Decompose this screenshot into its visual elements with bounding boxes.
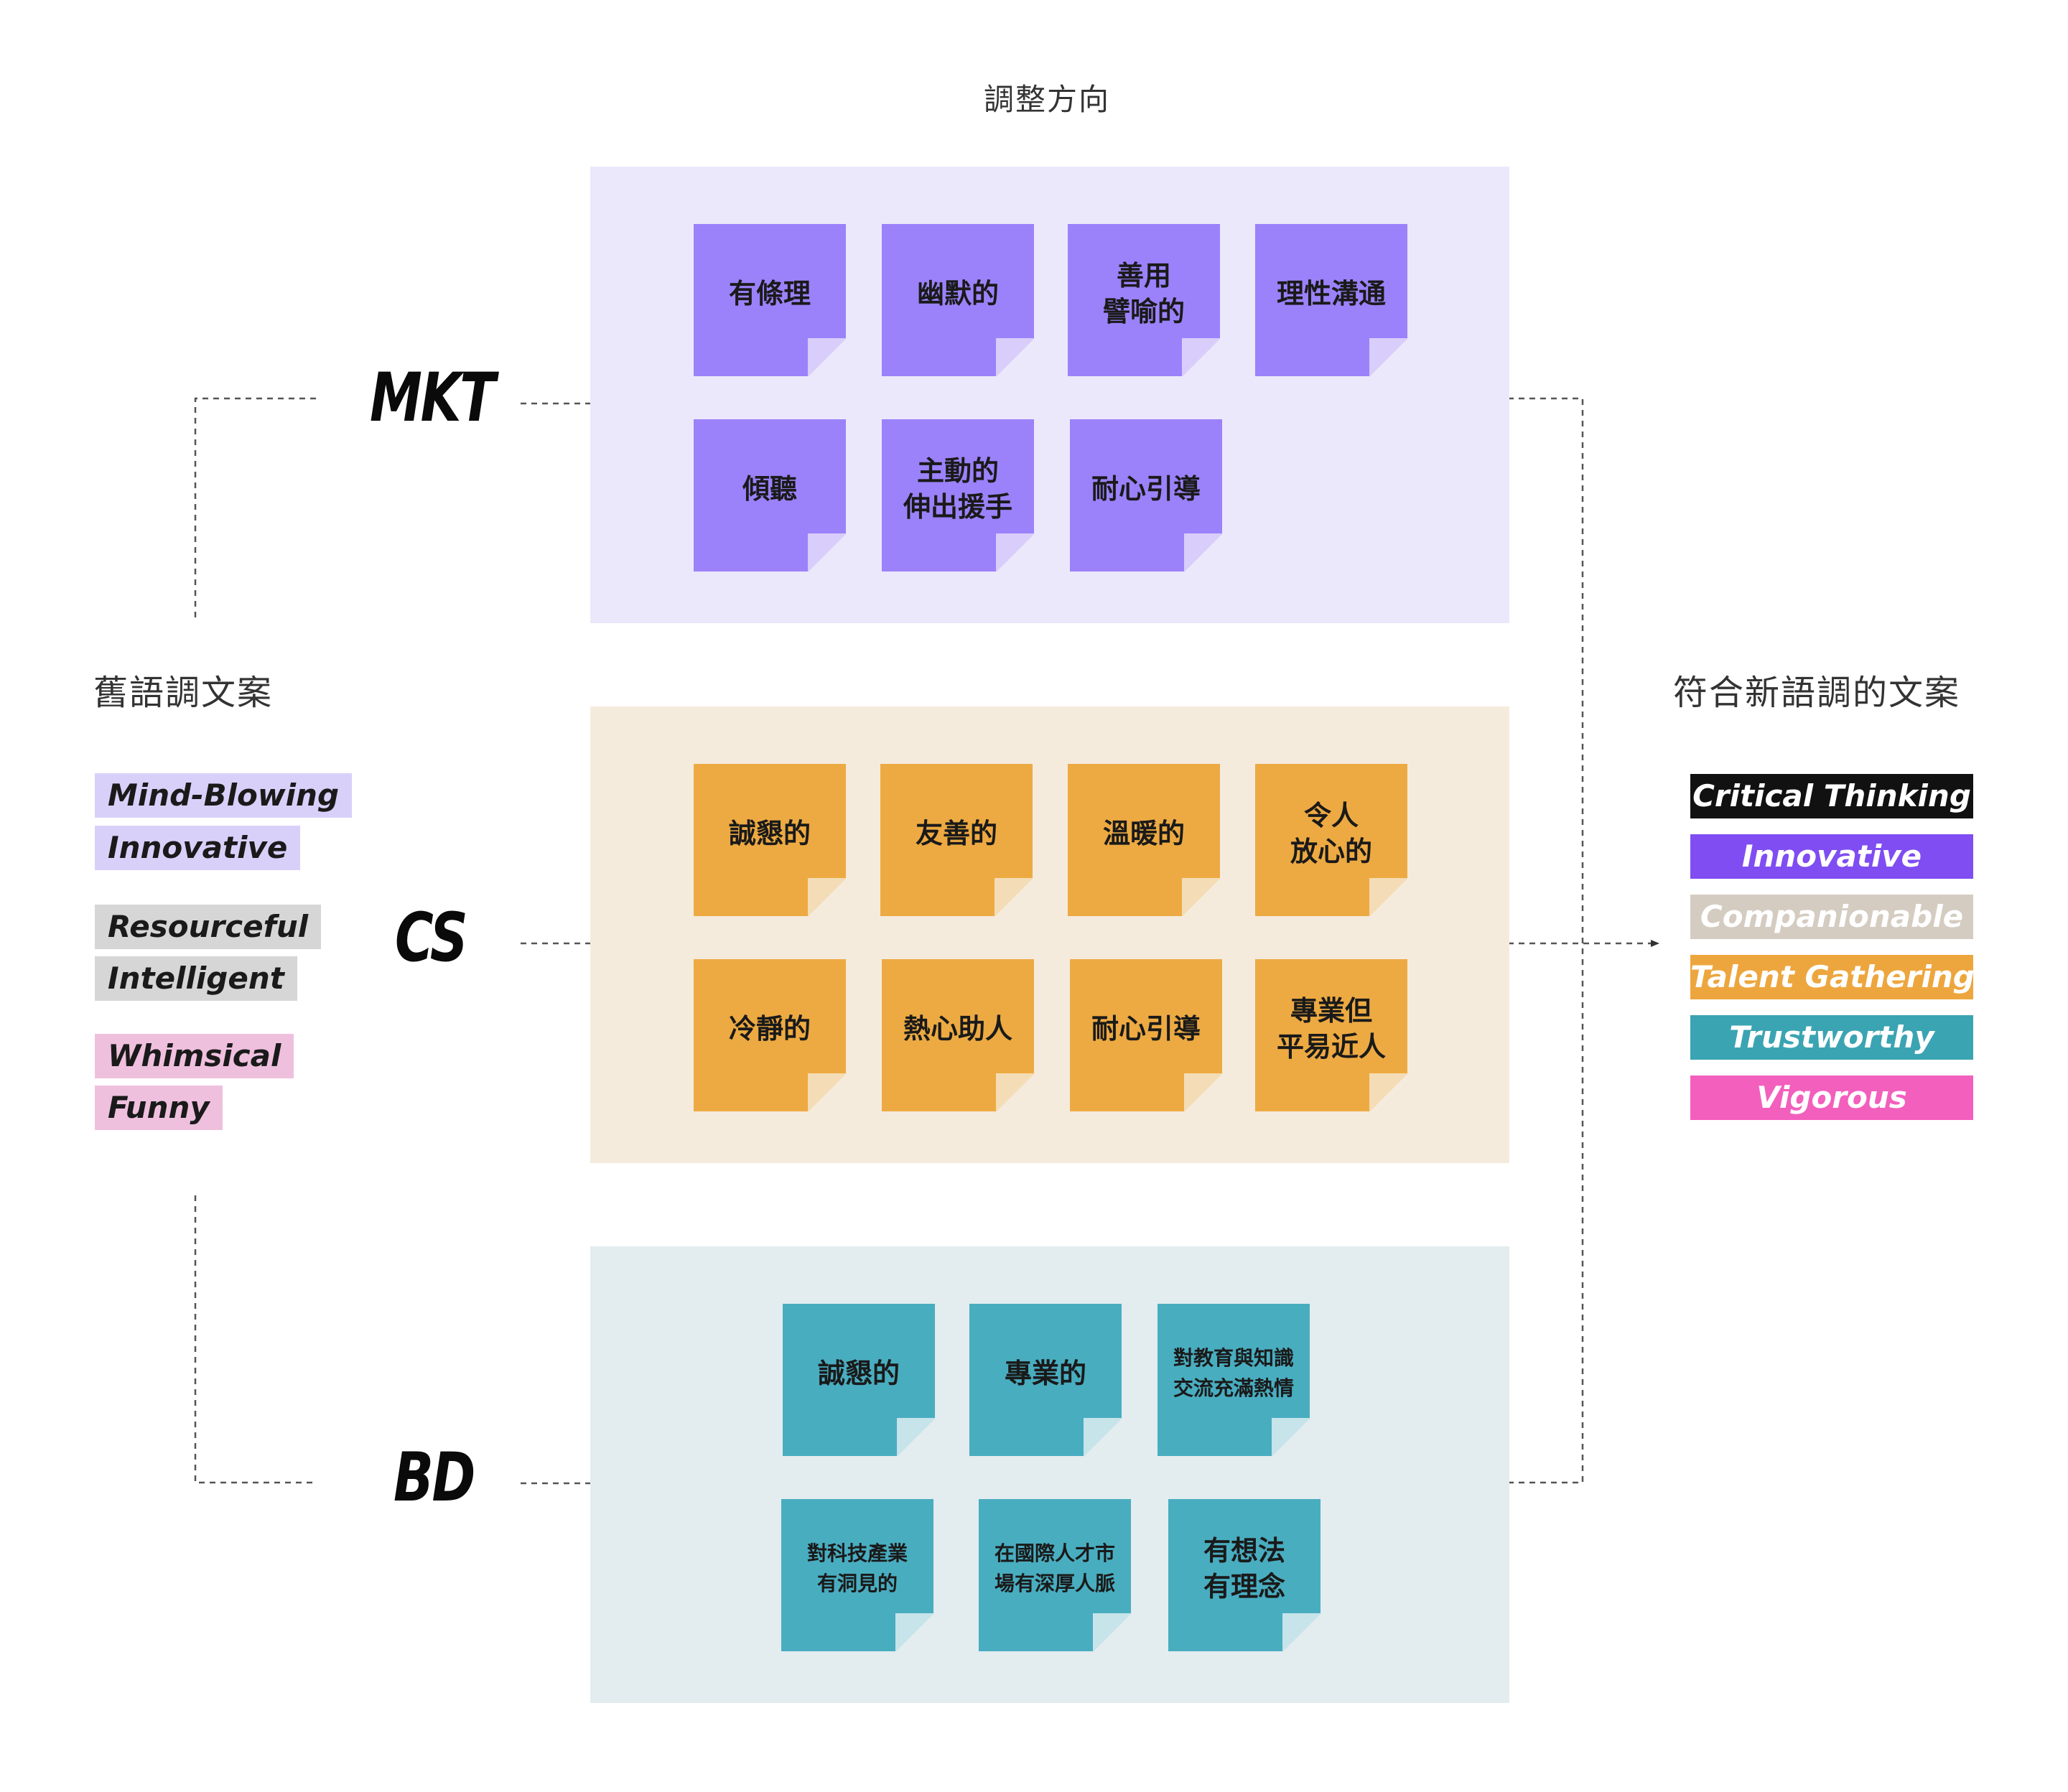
bd-sticky-note-text: 專業的	[1004, 1358, 1086, 1389]
mkt-sticky-note-text: 傾聽	[742, 473, 797, 505]
dept-label-cs: CS	[395, 899, 468, 977]
new-tone-tag: Trustworthy	[1690, 1015, 1973, 1060]
mkt-sticky-note: 善用 譬喻的	[1068, 224, 1220, 376]
new-tone-tag: Vigorous	[1690, 1075, 1973, 1120]
old-tone-tag: Whimsical	[95, 1034, 294, 1078]
cs-sticky-note-text: 專業但 平易近人	[1276, 995, 1386, 1063]
cs-sticky-note-text: 熱心助人	[903, 1013, 1012, 1045]
new-tone-tag: Critical Thinking	[1690, 774, 1973, 818]
mkt-sticky-note-text: 耐心引導	[1091, 473, 1201, 505]
bd-sticky-note-text: 誠懇的	[817, 1358, 900, 1389]
cs-sticky-note-text: 冷靜的	[728, 1013, 811, 1045]
old-tone-tag: Resourceful	[95, 905, 322, 949]
old-tone-tag: Mind-Blowing	[95, 773, 353, 818]
dept-label-bd: BD	[393, 1439, 475, 1517]
bd-sticky-note-text: 對科技產業 有洞見的	[806, 1541, 908, 1595]
new-tone-tag: Talent Gathering	[1690, 955, 1975, 999]
mkt-sticky-note-text: 主動的 伸出援手	[903, 455, 1012, 523]
dept-label-mkt: MKT	[370, 359, 495, 437]
heading-old-tone: 舊語調文案	[93, 673, 274, 713]
bd-sticky-note-text: 有想法 有理念	[1203, 1535, 1285, 1602]
left-bracket-top	[194, 397, 316, 617]
right-bracket	[1465, 397, 1584, 1484]
heading-adjust-direction: 調整方向	[984, 82, 1111, 117]
mkt-sticky-note: 主動的 伸出援手	[882, 419, 1034, 571]
bd-sticky-note: 對教育與知識 交流充滿熱情	[1158, 1304, 1310, 1456]
new-tone-tag: Companionable	[1690, 895, 1973, 939]
old-tone-tag: Intelligent	[95, 956, 297, 1001]
cs-sticky-note: 專業但 平易近人	[1255, 959, 1407, 1111]
bd-sticky-note-text: 對教育與知識 交流充滿熱情	[1173, 1346, 1294, 1400]
old-tone-tag: Funny	[95, 1086, 223, 1130]
heading-new-tone: 符合新語調的文案	[1673, 673, 1961, 713]
left-bracket-bottom	[194, 1195, 316, 1484]
mkt-sticky-note-text: 有條理	[728, 278, 811, 309]
cs-sticky-note-text: 友善的	[915, 818, 997, 849]
cs-sticky-note-text: 令人 放心的	[1290, 800, 1372, 867]
bd-sticky-note-text: 在國際人才市 場有深厚人脈	[994, 1541, 1115, 1595]
mkt-sticky-note-text: 善用 譬喻的	[1102, 260, 1185, 327]
old-tone-tag: Innovative	[95, 826, 301, 870]
cs-sticky-note-text: 溫暖的	[1102, 818, 1185, 849]
mkt-sticky-note: 耐心引導	[1070, 419, 1222, 571]
mkt-sticky-note-text: 幽默的	[916, 278, 999, 309]
cs-sticky-note-text: 耐心引導	[1091, 1013, 1201, 1045]
new-tone-tag: Innovative	[1690, 834, 1973, 879]
cs-sticky-note-text: 誠懇的	[728, 818, 811, 849]
mkt-sticky-note-text: 理性溝通	[1276, 278, 1386, 309]
bd-sticky-note: 在國際人才市 場有深厚人脈	[979, 1499, 1131, 1651]
